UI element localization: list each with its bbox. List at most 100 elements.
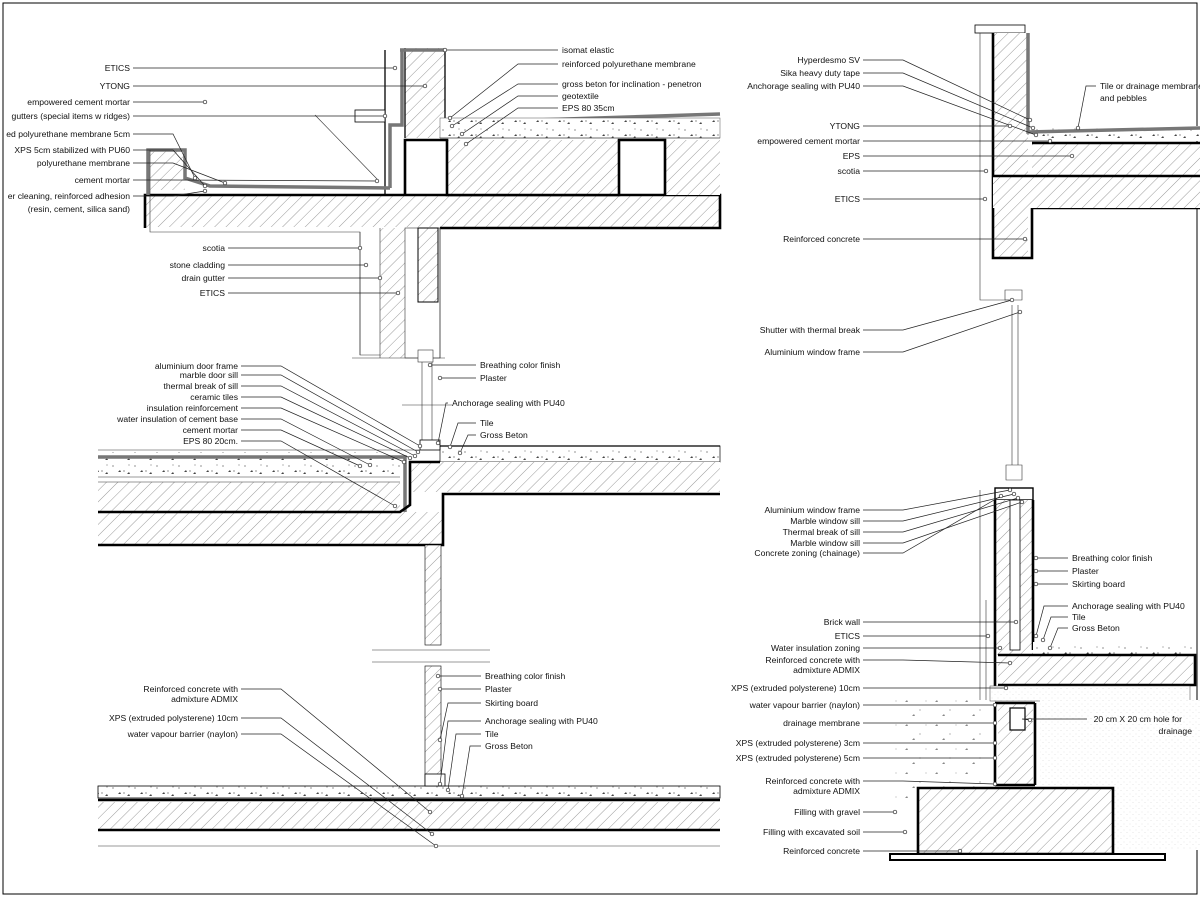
leader-dot xyxy=(407,455,413,461)
callout-label: er cleaning, reinforced adhesion xyxy=(8,191,131,201)
callout-label: Gross Beton xyxy=(485,741,533,751)
callout-label: Brick wall xyxy=(824,617,860,627)
parapet-ytong xyxy=(405,48,445,138)
callout-label: EPS xyxy=(843,151,860,161)
leader-dot xyxy=(449,123,455,129)
leader-dot xyxy=(202,183,208,189)
callout-label: scotia xyxy=(838,166,861,176)
leader-dot xyxy=(1013,619,1019,625)
leader-dot xyxy=(357,245,363,251)
leader-dot xyxy=(435,440,441,446)
callout-label: XPS (extruded polysterene) 10cm xyxy=(731,683,860,693)
callout-label: and pebbles xyxy=(1100,93,1147,103)
callout-label: Plaster xyxy=(485,684,512,694)
leader-line xyxy=(1035,605,1068,637)
leader-dot xyxy=(992,702,998,708)
leader-dot xyxy=(1033,633,1039,639)
callout-label: drainage xyxy=(1159,726,1193,736)
callout-label: Tile xyxy=(1072,612,1086,622)
callout-label: scotia xyxy=(203,243,226,253)
leader-dot xyxy=(433,843,439,849)
leader-line xyxy=(863,659,1011,664)
leader-dot xyxy=(1033,132,1039,138)
leader-dot xyxy=(437,686,443,692)
leader-dot xyxy=(202,188,208,194)
leader-dot xyxy=(417,443,423,449)
leader-dot xyxy=(422,83,428,89)
leader-dot xyxy=(1022,236,1028,242)
leader-dot xyxy=(401,459,407,465)
leader-dot xyxy=(998,493,1004,499)
callout-label: XPS (extruded polysterene) 3cm xyxy=(736,738,860,748)
leader-line xyxy=(863,311,1021,353)
leader-line xyxy=(241,396,411,459)
callout-label: Skirting board xyxy=(1072,579,1125,589)
callout-label: Marble window sill xyxy=(790,538,860,548)
leader-line xyxy=(241,440,396,507)
slab-concrete xyxy=(145,195,720,227)
leader-line xyxy=(1042,616,1068,641)
leader-dot xyxy=(437,737,443,743)
callout-label: Filling with gravel xyxy=(794,807,860,817)
leader-dot xyxy=(435,673,441,679)
callout-label: Sika heavy duty tape xyxy=(780,68,860,78)
leader-dot xyxy=(363,262,369,268)
leader-line xyxy=(133,190,206,197)
callout-label: water vapour barrier (naylon) xyxy=(749,700,860,710)
callout-label: ETICS xyxy=(835,194,861,204)
leader-line xyxy=(863,493,1015,522)
leader-dot xyxy=(1007,123,1013,129)
callout-label: water vapour barrier (naylon) xyxy=(127,729,238,739)
detail-door-sill xyxy=(98,362,721,663)
callout-label: stone cladding xyxy=(170,260,226,270)
leader-dot xyxy=(1047,645,1053,651)
leader-line xyxy=(241,374,419,453)
callout-label: Plaster xyxy=(480,373,507,383)
leader-dot xyxy=(1015,495,1021,501)
callout-label: Anchorage sealing with PU40 xyxy=(747,81,860,91)
callout-label: admixture ADMIX xyxy=(793,665,860,675)
callout-label: aluminium door frame xyxy=(155,361,238,371)
leader-dot xyxy=(1017,309,1023,315)
leader-dot xyxy=(427,362,433,368)
callout-label: ETICS xyxy=(200,288,226,298)
leader-line xyxy=(459,434,476,454)
leader-line xyxy=(1049,627,1068,649)
leader-line xyxy=(863,497,1019,533)
leader-dot xyxy=(442,47,448,53)
leader-dot xyxy=(902,829,908,835)
callout-label: Anchorage sealing with PU40 xyxy=(485,716,598,726)
callout-label: Water insulation zoning xyxy=(771,643,860,653)
callout-label: EPS 80 20cm. xyxy=(183,436,238,446)
callout-label: Reinforced concrete with xyxy=(143,684,238,694)
leader-dot xyxy=(985,633,991,639)
leader-dot xyxy=(992,740,998,746)
callout-label: Reinforced concrete xyxy=(783,846,860,856)
callout-label: ETICS xyxy=(105,63,131,73)
leader-line xyxy=(1021,718,1087,721)
callout-label: Reinforced concrete with xyxy=(765,655,860,665)
leader-dot xyxy=(1033,581,1039,587)
callout-label: Skirting board xyxy=(485,698,538,708)
callout-label: YTONG xyxy=(100,81,131,91)
leader-dot xyxy=(222,180,228,186)
leader-dot xyxy=(892,809,898,815)
callout-label: ETICS xyxy=(835,631,861,641)
leader-dot xyxy=(463,141,469,147)
leader-line xyxy=(241,407,405,463)
callout-label: (resin, cement, silica sand) xyxy=(28,204,130,214)
leader-dot xyxy=(192,175,198,181)
callout-label: drain gutter xyxy=(182,273,226,283)
leader-dot xyxy=(1019,499,1025,505)
leader-dot xyxy=(1009,297,1015,303)
leader-line xyxy=(133,179,378,182)
callout-label: Anchorage sealing with PU40 xyxy=(1072,601,1185,611)
leader-dot xyxy=(1007,487,1013,493)
leader-dot xyxy=(412,453,418,459)
leader-dot xyxy=(459,131,465,137)
callout-label: Thermal break of sill xyxy=(783,527,860,537)
leader-dot xyxy=(395,290,401,296)
leader-line xyxy=(863,489,1011,511)
leader-line xyxy=(1077,85,1096,129)
leader-line xyxy=(461,95,558,135)
